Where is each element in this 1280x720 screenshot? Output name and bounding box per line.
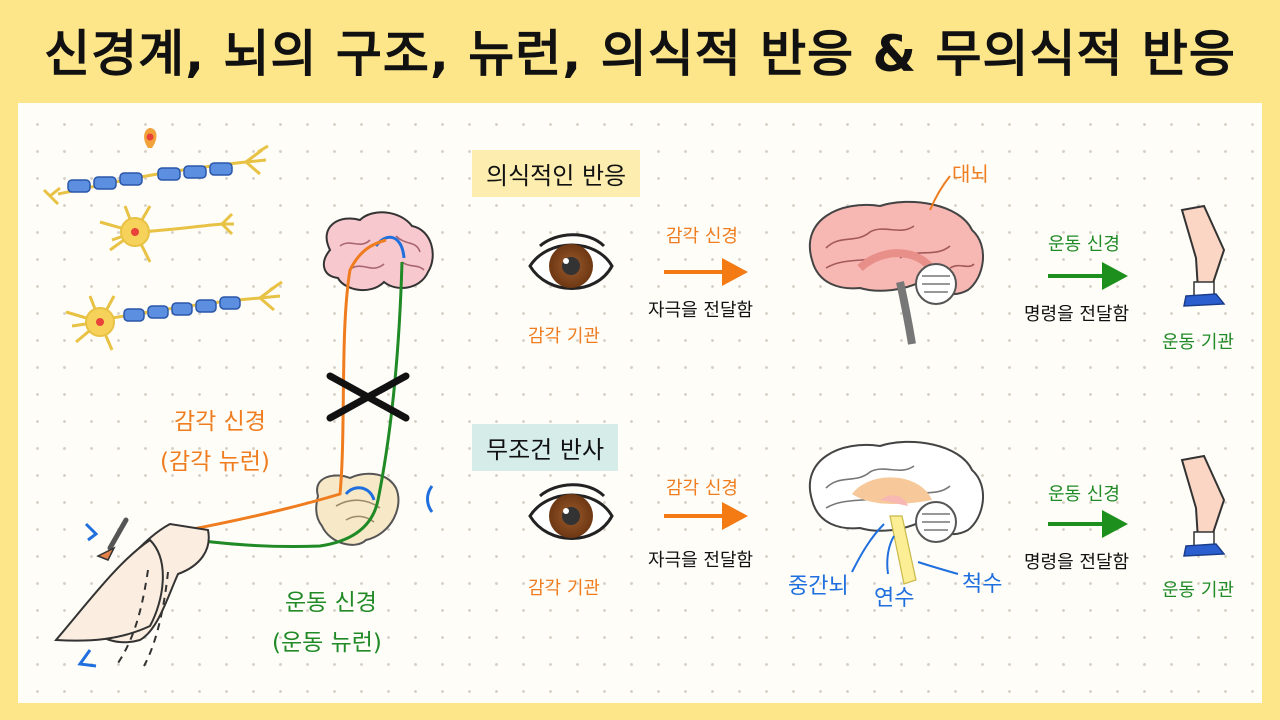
brain-sagittal-reflex <box>809 440 985 585</box>
whiteboard <box>18 103 1262 703</box>
sensory-nerve-label-reflex: 감각 신경 <box>666 478 738 499</box>
command-text-conscious: 명령을 전달함 <box>1024 304 1130 325</box>
motor-arrow-reflex <box>1048 510 1128 538</box>
spinal-cord-label: 척수 <box>962 572 1003 597</box>
conscious-response-heading: 의식적인 반응 <box>472 150 641 197</box>
spinal-cord-section <box>315 472 434 546</box>
leg-icon-reflex <box>1180 454 1226 557</box>
motor-nerve-label-conscious: 운동 신경 <box>1048 234 1120 255</box>
motor-nerve-path <box>181 261 404 549</box>
cerebrum-pointer <box>929 175 951 211</box>
sensory-arrow-reflex <box>664 502 748 530</box>
brain-sagittal-conscious <box>809 200 985 345</box>
sensory-nerve-path <box>187 238 387 532</box>
leg-illustration <box>53 522 210 668</box>
sense-organ-label-conscious: 감각 기관 <box>528 326 600 347</box>
medulla-label: 연수 <box>874 586 915 611</box>
title-bar: 신경계, 뇌의 구조, 뉴런, 의식적 반응 & 무의식적 반응 <box>0 0 1280 104</box>
spinal-cord-pointer <box>917 561 959 575</box>
brain-small <box>322 211 434 292</box>
midbrain-label: 중간뇌 <box>788 574 849 599</box>
eye-icon-conscious <box>528 233 614 290</box>
motor-neuron-label: (운동 뉴런) <box>272 630 382 656</box>
midbrain-pointer <box>851 523 885 573</box>
page-title: 신경계, 뇌의 구조, 뉴런, 의식적 반응 & 무의식적 반응 <box>44 25 1236 83</box>
blocked-x-mark <box>326 372 410 422</box>
medulla-pointer <box>886 535 895 575</box>
command-text-reflex: 명령을 전달함 <box>1024 552 1130 573</box>
reflex-hammer-icon <box>96 517 129 561</box>
sensory-neuron-label: (감각 뉴런) <box>160 449 270 475</box>
motor-arrow-conscious <box>1048 262 1128 290</box>
neuron-illustration-2 <box>99 205 234 263</box>
stimulus-text-reflex: 자극을 전달함 <box>648 550 754 571</box>
stimulus-text-conscious: 자극을 전달함 <box>648 300 754 321</box>
neuron-illustration-3 <box>65 280 283 351</box>
motor-nerve-label: 운동 신경 <box>285 590 377 616</box>
neuron-illustration-1 <box>42 128 269 206</box>
cerebrum-label: 대뇌 <box>952 162 989 186</box>
sensory-arrow-conscious <box>664 258 748 286</box>
sensory-nerve-label-conscious: 감각 신경 <box>666 226 738 247</box>
reflex-heading: 무조건 반사 <box>472 424 619 471</box>
motor-nerve-label-reflex: 운동 신경 <box>1048 484 1120 505</box>
motor-organ-label-conscious: 운동 기관 <box>1162 332 1234 353</box>
eye-icon-reflex <box>528 483 614 540</box>
leg-icon-conscious <box>1180 204 1226 307</box>
sensory-nerve-label: 감각 신경 <box>174 409 266 435</box>
sense-organ-label-reflex: 감각 기관 <box>528 578 600 599</box>
motor-organ-label-reflex: 운동 기관 <box>1162 580 1234 601</box>
